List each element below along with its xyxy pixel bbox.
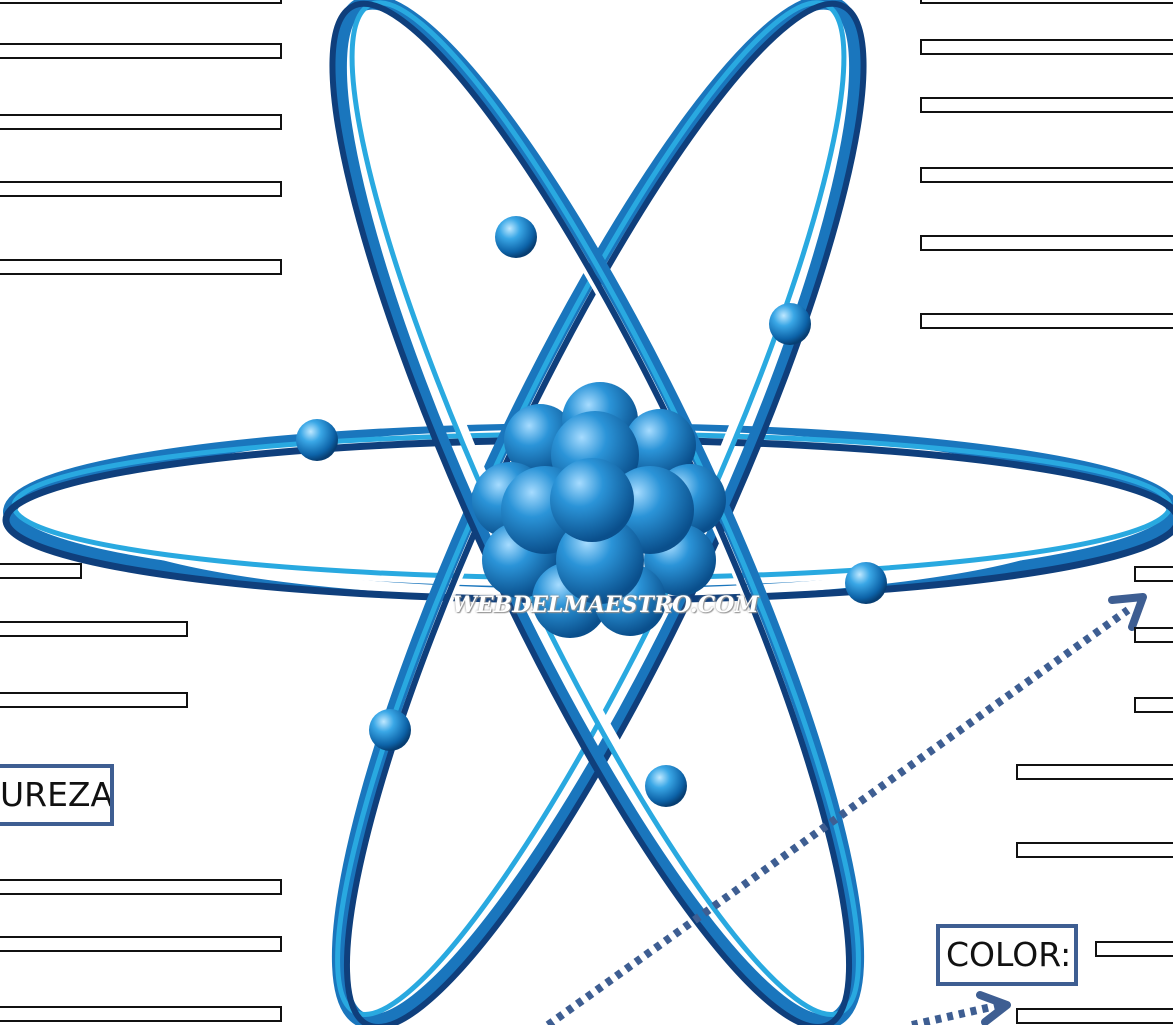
answer-blank[interactable]: [920, 0, 1173, 4]
answer-blank[interactable]: [0, 621, 188, 637]
answer-blank[interactable]: [0, 563, 82, 579]
answer-blank[interactable]: [0, 936, 282, 952]
answer-blank[interactable]: [920, 235, 1173, 251]
answer-blank[interactable]: [920, 97, 1173, 113]
answer-blank[interactable]: [0, 692, 188, 708]
answer-blank[interactable]: [920, 167, 1173, 183]
answer-blank[interactable]: [0, 0, 282, 4]
answer-blank[interactable]: [1134, 566, 1173, 582]
answer-blank[interactable]: [1134, 697, 1173, 713]
answer-blank[interactable]: [1095, 941, 1173, 957]
electron: [495, 216, 537, 258]
electron: [369, 709, 411, 751]
answer-blank[interactable]: [1016, 1008, 1173, 1024]
answer-blank[interactable]: [0, 879, 282, 895]
electron: [645, 765, 687, 807]
answer-blank[interactable]: [920, 313, 1173, 329]
electron: [296, 419, 338, 461]
answer-blank[interactable]: [0, 43, 282, 59]
dureza-label: UREZA:: [0, 764, 114, 826]
color-label: COLOR:: [936, 924, 1078, 986]
watermark-text: WEBDELMAESTRO.COM: [452, 592, 787, 618]
electron: [845, 562, 887, 604]
answer-blank[interactable]: [0, 114, 282, 130]
electron: [769, 303, 811, 345]
answer-blank[interactable]: [0, 259, 282, 275]
answer-blank[interactable]: [1016, 764, 1173, 780]
answer-blank[interactable]: [1016, 842, 1173, 858]
answer-blank[interactable]: [0, 181, 282, 197]
answer-blank[interactable]: [920, 39, 1173, 55]
answer-blank[interactable]: [0, 1006, 282, 1022]
answer-blank[interactable]: [1134, 627, 1173, 643]
